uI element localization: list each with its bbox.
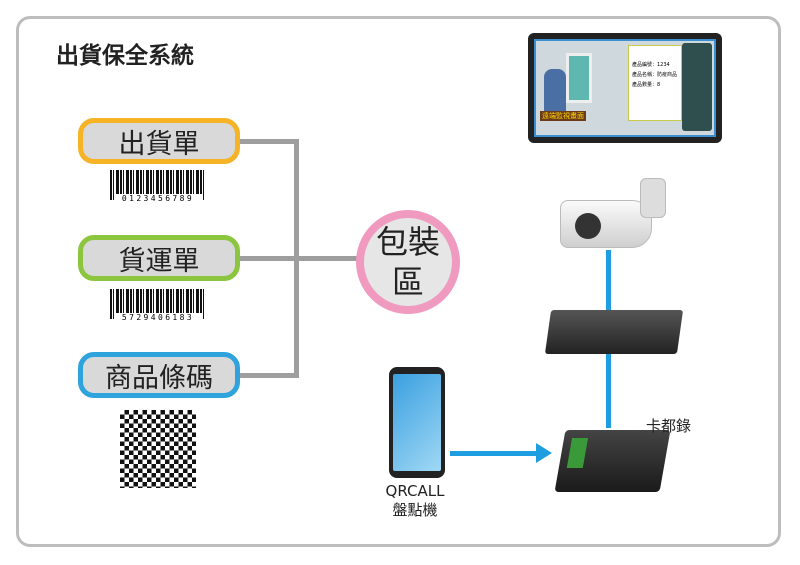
qr-code-icon	[117, 407, 199, 491]
arrow-head-icon	[536, 443, 552, 463]
connector	[240, 139, 299, 144]
scanner-label-line2: 盤點機	[392, 501, 438, 519]
device-label: 卡都錄	[646, 417, 692, 435]
hub-label: 包裝	[375, 223, 440, 261]
arrow-line	[450, 451, 538, 456]
door-icon	[566, 53, 592, 103]
info-line: 產品編號：1234	[632, 62, 670, 68]
info-line: 產品數量：8	[632, 82, 661, 88]
handheld-scanner-icon	[389, 367, 445, 478]
cctv-camera-icon	[560, 200, 652, 248]
person-icon	[544, 69, 566, 111]
diagram-title: 出貨保全系統	[56, 43, 194, 69]
input-waybill: 貨運單	[78, 235, 240, 281]
barcode-number: 5729406183	[114, 313, 202, 323]
packing-area-hub: 包裝區	[356, 210, 460, 314]
scanner-label-line1: QRCALL	[385, 482, 445, 500]
product-info-popup: 產品編號：1234 產品名稱：防疫商品 產品數量：8	[628, 45, 682, 121]
barcode-number: 0123456789	[114, 194, 202, 204]
kaduolu-device-icon	[554, 430, 671, 492]
monitor-icon: 遠端監視畫面 產品編號：1234 產品名稱：防疫商品 產品數量：8	[528, 33, 722, 143]
hub-label: 區	[391, 263, 424, 301]
connector	[240, 373, 299, 378]
connector	[240, 256, 360, 261]
barcode: 5729406183	[110, 289, 206, 323]
monitor-banner: 遠端監視畫面	[540, 111, 586, 121]
diagram-frame	[16, 16, 781, 547]
control-panel	[682, 43, 712, 131]
dvr-recorder-icon	[544, 310, 684, 354]
info-line: 產品名稱：防疫商品	[632, 72, 678, 78]
connector	[294, 139, 299, 378]
scanner-label: QRCALL 盤點機	[370, 482, 460, 520]
input-product-code: 商品條碼	[78, 352, 240, 398]
input-shipping-order: 出貨單	[78, 118, 240, 164]
barcode: 0123456789	[110, 170, 206, 204]
camera-mount	[640, 178, 666, 218]
